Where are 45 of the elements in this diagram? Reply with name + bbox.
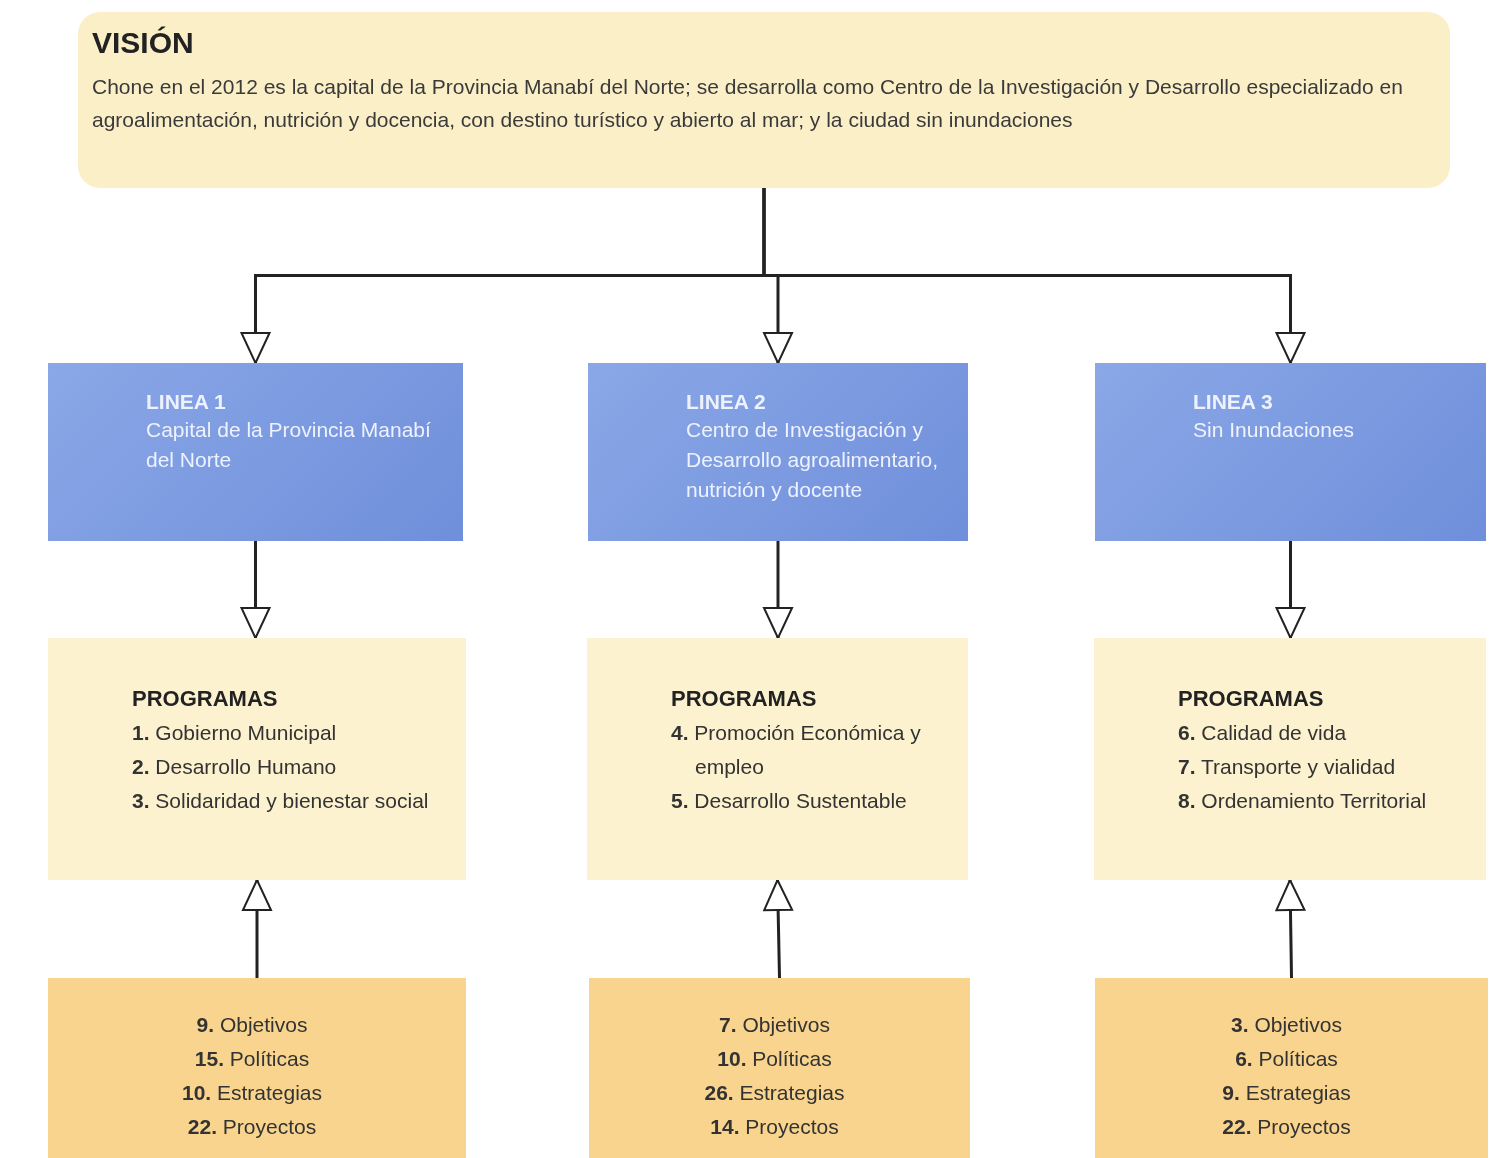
arrow xyxy=(1275,541,1306,639)
list-item: 2. Desarrollo Humano xyxy=(132,754,337,780)
list-item: 10. Estrategias xyxy=(181,1080,323,1106)
heading: LINEA 3 xyxy=(1193,389,1273,415)
heading: PROGRAMAS xyxy=(671,685,817,713)
list-item: 10. Políticas xyxy=(717,1046,832,1072)
arrow xyxy=(763,879,794,979)
heading: PROGRAMAS xyxy=(1178,685,1324,713)
arrow xyxy=(240,541,271,639)
arrow xyxy=(1275,879,1306,979)
line-description: Capital de la Provincia Manabí del Norte xyxy=(146,417,432,473)
list-item: 3. Objetivos xyxy=(1231,1012,1342,1038)
list-item: 6. Políticas xyxy=(1235,1046,1338,1072)
counts-box xyxy=(1095,978,1488,1158)
arrow xyxy=(762,188,1306,364)
heading: VISIÓN xyxy=(92,26,194,60)
arrow xyxy=(242,879,272,978)
list-item: 15. Políticas xyxy=(194,1046,310,1072)
list-item: 7. Objetivos xyxy=(719,1012,830,1038)
list-item: 22. Proyectos xyxy=(187,1114,317,1140)
list-item: 9. Estrategias xyxy=(1222,1080,1351,1106)
list-item: 4. Promoción Económica y empleo xyxy=(671,720,922,780)
heading: LINEA 2 xyxy=(686,389,766,415)
counts-box xyxy=(48,978,466,1158)
line-description: Sin Inundaciones xyxy=(1193,417,1356,443)
list-item: 8. Ordenamiento Territorial xyxy=(1178,788,1427,814)
list-item: 26. Estrategias xyxy=(704,1080,845,1106)
programs-box xyxy=(48,638,466,880)
list-item: 22. Proyectos xyxy=(1222,1114,1351,1140)
list-item: 3. Solidaridad y bienestar social xyxy=(132,788,429,814)
programs-box xyxy=(1094,638,1486,880)
arrow xyxy=(763,541,793,639)
vision-box xyxy=(78,12,1450,188)
heading: LINEA 1 xyxy=(146,389,226,415)
list-item: 6. Calidad de vida xyxy=(1178,720,1347,746)
list-item: 5. Desarrollo Sustentable xyxy=(671,788,907,814)
counts-box xyxy=(589,978,970,1158)
description: Chone en el 2012 es la capital de la Provincia Manabí del Norte; se desarrolla como Centro de la Investigación y Desarrollo especializado en agroalimentación, nutrición y docencia, con destino turístico y abierto al mar; y la ciudad sin inundaciones xyxy=(92,74,1404,133)
list-item: 7. Transporte y vialidad xyxy=(1178,754,1396,780)
line-description: Centro de Investigación y Desarrollo agroalimentario, nutrición y docente xyxy=(686,417,940,503)
list-item: 14. Proyectos xyxy=(710,1114,839,1140)
list-item: 1. Gobierno Municipal xyxy=(132,720,337,746)
list-item: 9. Objetivos xyxy=(196,1012,308,1038)
programs-box xyxy=(587,638,968,880)
heading: PROGRAMAS xyxy=(132,685,278,713)
